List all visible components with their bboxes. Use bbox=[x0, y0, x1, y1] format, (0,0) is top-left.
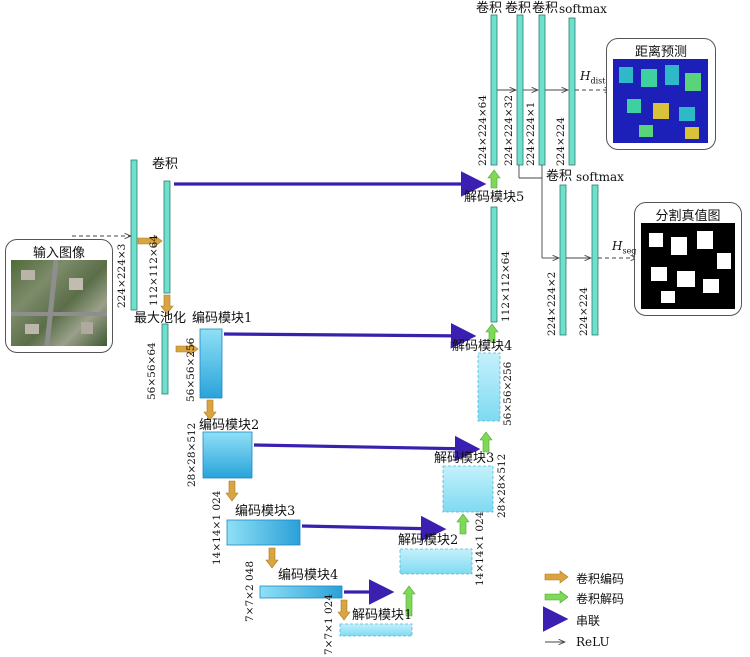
label-dec4: 解码模块4 bbox=[452, 339, 513, 354]
dim-enc1: 56×56×256 bbox=[185, 337, 197, 402]
dim-pool: 56×56×64 bbox=[146, 342, 158, 400]
dim-dec1: 7×7×1 024 bbox=[323, 593, 335, 655]
layer-seg1 bbox=[559, 184, 567, 336]
block-dec2 bbox=[399, 548, 473, 575]
dim-top3: 224×224×1 bbox=[525, 101, 537, 166]
label-conv-mid: 卷积 bbox=[546, 169, 573, 184]
layer-top1 bbox=[490, 14, 498, 166]
legend-concat: 串联 bbox=[576, 614, 601, 628]
dim-dec3: 28×28×512 bbox=[496, 453, 508, 518]
legend-encode: 卷积编码 bbox=[576, 572, 625, 586]
block-enc2 bbox=[202, 431, 253, 479]
encode-arrows bbox=[137, 234, 351, 621]
dim-enc4: 7×7×2 048 bbox=[244, 560, 256, 622]
skip-enc3 bbox=[301, 515, 447, 542]
layer-dec5 bbox=[490, 206, 498, 323]
segmentation-gt-panel: 分割真值图 bbox=[634, 202, 742, 316]
label-enc4: 编码模块4 bbox=[278, 568, 339, 583]
label-softmax-mid: softmax bbox=[576, 170, 624, 184]
aerial-image bbox=[11, 260, 107, 346]
label-dec2: 解码模块2 bbox=[398, 533, 459, 548]
block-enc3 bbox=[226, 519, 301, 546]
layer-top4 bbox=[568, 17, 576, 166]
label-softmax-top: softmax bbox=[559, 2, 607, 16]
layer-conv-left bbox=[163, 180, 171, 294]
dim-top2: 224×224×32 bbox=[503, 94, 515, 166]
legend-decode: 卷积解码 bbox=[576, 592, 625, 606]
layer-input bbox=[130, 159, 138, 311]
legend-relu: ReLU bbox=[576, 635, 610, 649]
block-dec4 bbox=[477, 352, 501, 422]
skip-enc2 bbox=[253, 435, 481, 462]
block-dec3 bbox=[442, 465, 494, 513]
label-dec3: 解码模块3 bbox=[434, 451, 495, 466]
dim-conv-left: 112×112×64 bbox=[148, 234, 160, 306]
label-conv-top1: 卷积 bbox=[476, 1, 503, 16]
dim-dec4: 56×56×256 bbox=[502, 361, 514, 426]
skip-enc1 bbox=[223, 323, 477, 349]
block-dec1 bbox=[339, 623, 413, 637]
legend-symbols bbox=[542, 570, 569, 642]
dim-dec5: 112×112×64 bbox=[500, 250, 512, 322]
distance-prediction-title: 距离预测 bbox=[634, 45, 687, 60]
label-conv-top2: 卷积 bbox=[505, 1, 532, 16]
label-conv-top3: 卷积 bbox=[532, 1, 559, 16]
dim-enc2: 28×28×512 bbox=[186, 422, 198, 487]
segmentation-map bbox=[641, 223, 735, 309]
dim-input: 224×224×3 bbox=[116, 243, 128, 308]
label-enc3: 编码模块3 bbox=[235, 504, 296, 519]
decode-arrows bbox=[402, 169, 501, 617]
dim-top1: 224×224×64 bbox=[477, 94, 489, 166]
label-enc2: 编码模块2 bbox=[199, 418, 260, 433]
distance-map bbox=[613, 59, 708, 143]
input-image-title: 输入图像 bbox=[32, 246, 85, 261]
layer-top3 bbox=[538, 14, 546, 166]
label-dec5: 解码模块5 bbox=[464, 190, 525, 205]
input-image-panel: 输入图像 bbox=[5, 239, 113, 353]
block-enc4 bbox=[259, 585, 343, 599]
label-maxpool: 最大池化 bbox=[134, 311, 187, 326]
dim-top4: 224×224 bbox=[555, 117, 567, 166]
dim-seg2: 224×224 bbox=[578, 287, 590, 336]
layer-pool bbox=[161, 323, 169, 395]
dim-seg1: 224×224×2 bbox=[546, 271, 558, 336]
label-enc1: 编码模块1 bbox=[192, 311, 253, 326]
segmentation-gt-title: 分割真值图 bbox=[655, 209, 721, 224]
layer-top2 bbox=[516, 14, 524, 166]
label-conv-left: 卷积 bbox=[152, 157, 179, 172]
distance-prediction-panel: 距离预测 bbox=[606, 38, 716, 150]
dim-dec2: 14×14×1 024 bbox=[474, 511, 486, 586]
block-enc1 bbox=[199, 328, 223, 399]
dist-symbol: Hdist bbox=[580, 69, 606, 86]
label-dec1: 解码模块1 bbox=[352, 608, 413, 623]
layer-seg2 bbox=[591, 184, 599, 336]
dim-enc3: 14×14×1 024 bbox=[211, 490, 223, 565]
seg-symbol: Hseg bbox=[612, 239, 637, 256]
